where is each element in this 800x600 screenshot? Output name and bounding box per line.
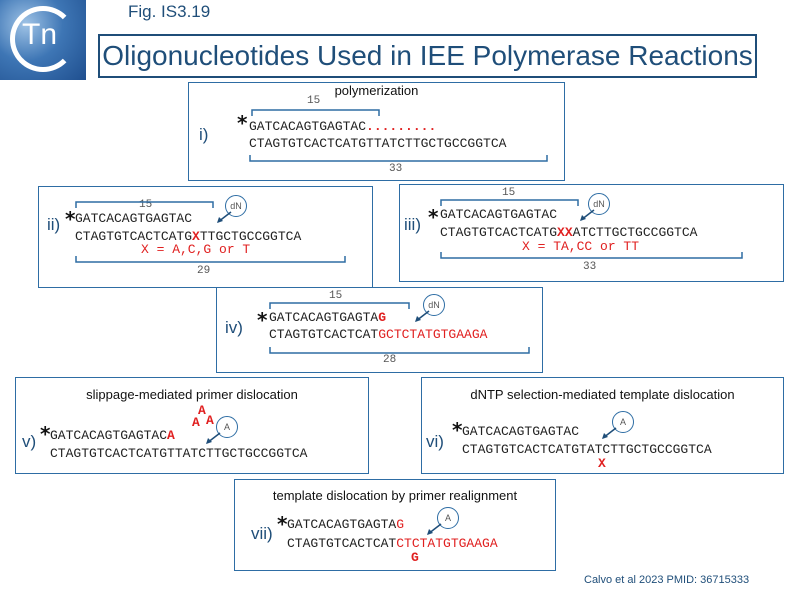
panel-v-label: v) (22, 432, 37, 451)
panel-vi-subtitle: dNTP selection-mediated template disloca… (470, 387, 735, 402)
panel-vi-primer: GATCACAGTGAGTAC (462, 424, 580, 439)
panel-iv-template-bracket (269, 347, 530, 354)
panel-iii-primer: GATCACAGTGAGTAC (440, 207, 558, 222)
panel-ii-primer: GATCACAGTGAGTAC (75, 211, 193, 226)
panel-i-extension-dots: ......... (366, 119, 437, 134)
title-box: Oligonucleotides Used in IEE Polymerase … (98, 34, 757, 78)
panel-vi-label: vi) (426, 432, 444, 451)
panel-ii-template-a: CTAGTGTCACTCATG (75, 229, 193, 244)
panel-ii-template-x: X (192, 229, 200, 244)
panel-v-arrow-icon (206, 432, 221, 444)
panel-iv-arrow-icon (415, 310, 430, 322)
panel-iii-note: X = TA,CC or TT (522, 239, 640, 254)
panel-iii-template-length: 33 (583, 261, 597, 273)
panel-iv-primer-g: G (378, 310, 387, 325)
panel-v-primer: GATCACAGTGAGTACA (50, 428, 175, 443)
page-title: Oligonucleotides Used in IEE Polymerase … (102, 40, 753, 71)
panel-iii-primer-length: 15 (502, 187, 516, 199)
logo-ring (10, 6, 76, 72)
panel-ii-note: X = A,C,G or T (141, 242, 251, 257)
panel-iv-template-length: 28 (383, 354, 397, 366)
panel-vi-arrow-icon (602, 427, 617, 439)
panel-ii-label: ii) (47, 215, 61, 234)
panel-iv-primer-length: 15 (329, 290, 343, 302)
panel-vi-template: CTAGTGTCACTCATGTATCTTGCTGCCGGTCA (462, 442, 712, 457)
panel-v-stack-top: A (198, 403, 206, 418)
panel-i-label: i) (199, 125, 209, 144)
panel-v-star: * (40, 422, 51, 446)
panel-i-primer-bracket (251, 109, 380, 116)
panel-ii-arrow-icon (217, 211, 232, 223)
panel-iv-template-b: GCTCTATGTGAAGA (378, 327, 488, 342)
panel-vii-primer-g: G (396, 517, 405, 532)
panel-i-primer-seq: GATCACAGTGAGTAC (249, 119, 367, 134)
panel-v-primer-a: A (167, 428, 175, 443)
panel-vii-nucleotide-icon: A (437, 507, 459, 529)
panel-v-template: CTAGTGTCACTCATGTTATCTTGCTGCCGGTCA (50, 446, 308, 461)
panel-i-primer-length: 15 (307, 95, 321, 107)
panel-vi-star: * (452, 418, 463, 442)
panel-i: polymerization i) * 15 GATCACAGTGAGTAC..… (188, 82, 565, 181)
panel-vii-primer-seq: GATCACAGTGAGTA (287, 517, 397, 532)
panel-iv-primer: GATCACAGTGAGTAG (269, 310, 386, 325)
panel-iii-template-x: XX (557, 225, 573, 240)
panel-iv-template: CTAGTGTCACTCATGCTCTATGTGAAGA (269, 327, 487, 342)
panel-v-subtitle: slippage-mediated primer dislocation (86, 387, 298, 402)
panel-vi-bulge: X (598, 456, 606, 471)
panel-i-template-length: 33 (389, 163, 403, 175)
panel-i-template-bracket (249, 155, 548, 162)
panel-i-template: CTAGTGTCACTCATGTTATCTTGCTGCCGGTCA (249, 136, 507, 151)
panel-i-primer: GATCACAGTGAGTAC......... (249, 119, 436, 134)
panel-vi: dNTP selection-mediated template disloca… (421, 377, 784, 474)
panel-ii-template-b: TTGCTGCCGGTCA (199, 229, 302, 244)
panel-ii-primer-bracket (75, 201, 214, 208)
panel-vii-bulge: G (411, 550, 419, 565)
panel-i-subtitle: polymerization (334, 83, 419, 98)
logo-text: Tn (22, 18, 58, 51)
panel-vii-arrow-icon (427, 523, 442, 535)
panel-iii-label: iii) (404, 215, 421, 234)
panel-ii-template-length: 29 (197, 265, 211, 277)
panel-iv-template-a: CTAGTGTCACTCAT (269, 327, 379, 342)
panel-iii-template-b: ATCTTGCTGCCGGTCA (572, 225, 698, 240)
figure-label: Fig. IS3.19 (128, 2, 211, 21)
panel-iv-label: iv) (225, 318, 243, 337)
panel-vi-nucleotide-icon: A (612, 411, 634, 433)
panel-iii-star: * (428, 205, 439, 229)
panel-vii: template dislocation by primer realignme… (234, 479, 556, 571)
panel-v-nucleotide-icon: A (216, 416, 238, 438)
panel-v-stack-mid-left: A (192, 415, 200, 430)
panel-vii-template-b: CTCTATGTGAAGA (396, 536, 498, 551)
citation: Calvo et al 2023 PMID: 36715333 (584, 574, 750, 586)
panel-iv-primer-bracket (269, 302, 410, 309)
panel-vii-template: CTAGTGTCACTCATCTCTATGTGAAGA (287, 536, 498, 551)
panel-vii-primer: GATCACAGTGAGTAG (287, 517, 404, 532)
panel-ii: 15 ii) * GATCACAGTGAGTAC dN CTAGTGTCACTC… (38, 186, 373, 288)
panel-iii-template-a: CTAGTGTCACTCATG (440, 225, 558, 240)
panel-vii-star: * (277, 512, 288, 536)
panel-iii-template: CTAGTGTCACTCATGXXATCTTGCTGCCGGTCA (440, 225, 697, 240)
panel-iii-arrow-icon (580, 209, 595, 221)
panel-ii-template-bracket (75, 256, 346, 263)
panel-iii-template-bracket (440, 252, 743, 259)
panel-v: slippage-mediated primer dislocation A A… (15, 377, 369, 474)
tn-logo: Tn (0, 0, 86, 80)
panel-v-stack-mid-right: A (206, 413, 214, 428)
panel-ii-template: CTAGTGTCACTCATGXTTGCTGCCGGTCA (75, 229, 301, 244)
panel-iii-primer-bracket (440, 199, 579, 206)
panel-vii-label: vii) (251, 524, 273, 543)
panel-vii-template-a: CTAGTGTCACTCAT (287, 536, 397, 551)
panel-vii-subtitle: template dislocation by primer realignme… (272, 488, 518, 503)
panel-iv-star: * (257, 308, 268, 332)
panel-iv: 15 iv) * GATCACAGTGAGTAG dN CTAGTGTCACTC… (216, 287, 543, 373)
panel-iii: 15 iii) * GATCACAGTGAGTAC dN CTAGTGTCACT… (399, 184, 784, 282)
panel-ii-star: * (65, 207, 76, 231)
panel-v-primer-seq: GATCACAGTGAGTAC (50, 428, 168, 443)
panel-i-star: * (237, 111, 248, 135)
panel-iv-primer-seq: GATCACAGTGAGTA (269, 310, 379, 325)
